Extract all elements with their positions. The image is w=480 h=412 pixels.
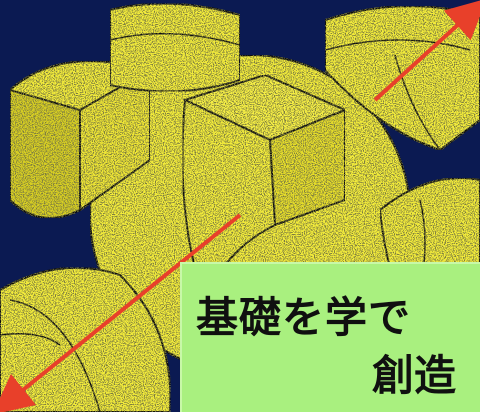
center-cube-octant [181, 73, 348, 303]
corner-piece-top-left [9, 60, 151, 219]
edge-piece-top [109, 2, 241, 93]
caption-line-1: 基礎を学で [196, 293, 412, 342]
arrow-upper-segment [373, 0, 480, 102]
caption-panel: 基礎を学で 創造 [180, 262, 480, 412]
caption-line-2: 創造 [372, 351, 457, 400]
arrow-lower-segment [0, 213, 242, 412]
